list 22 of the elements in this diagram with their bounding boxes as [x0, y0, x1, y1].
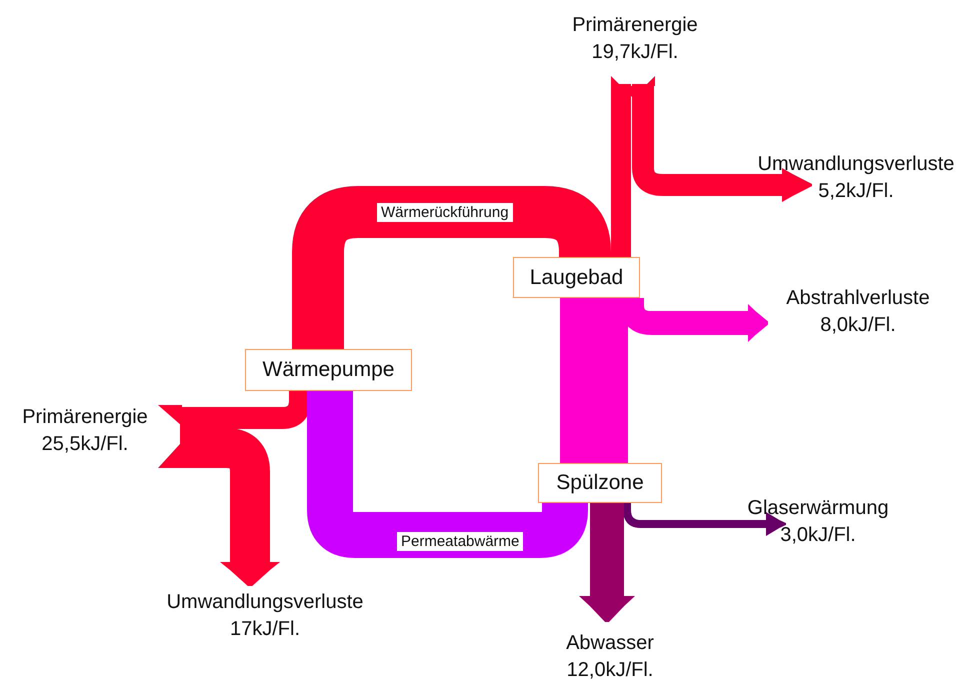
- flow-name: Umwandlungsverluste: [166, 590, 364, 615]
- flow-value: 3,0kJ/Fl.: [780, 523, 856, 548]
- flow-value: 5,2kJ/Fl.: [818, 179, 894, 204]
- edge-label: Permeatabwärme: [397, 532, 524, 550]
- flow-value: 25,5kJ/Fl.: [42, 432, 128, 457]
- flow-name: Primärenergie: [572, 13, 698, 38]
- flow-value: 8,0kJ/Fl.: [820, 313, 896, 338]
- flow-value: 19,7kJ/Fl.: [592, 40, 678, 65]
- flow-value: 12,0kJ/Fl.: [566, 658, 654, 683]
- flow-name: Primärenergie: [22, 405, 148, 430]
- flow-name: Umwandlungsverluste: [758, 152, 954, 177]
- process-box: Spülzone: [538, 463, 662, 503]
- flow-name: Abwasser: [566, 631, 654, 656]
- flow-arrow: [579, 503, 635, 622]
- edge-label: Wärmerückführung: [377, 202, 513, 222]
- flow-name: Abstrahlverluste: [786, 286, 930, 311]
- process-box: Wärmepumpe: [245, 349, 412, 391]
- flow-arrow: [632, 84, 812, 202]
- flow-name: Glaserwärmung: [747, 496, 889, 521]
- flow-value: 17kJ/Fl.: [230, 617, 300, 642]
- process-box: Laugebad: [513, 257, 640, 298]
- flow-arrow: [623, 503, 786, 536]
